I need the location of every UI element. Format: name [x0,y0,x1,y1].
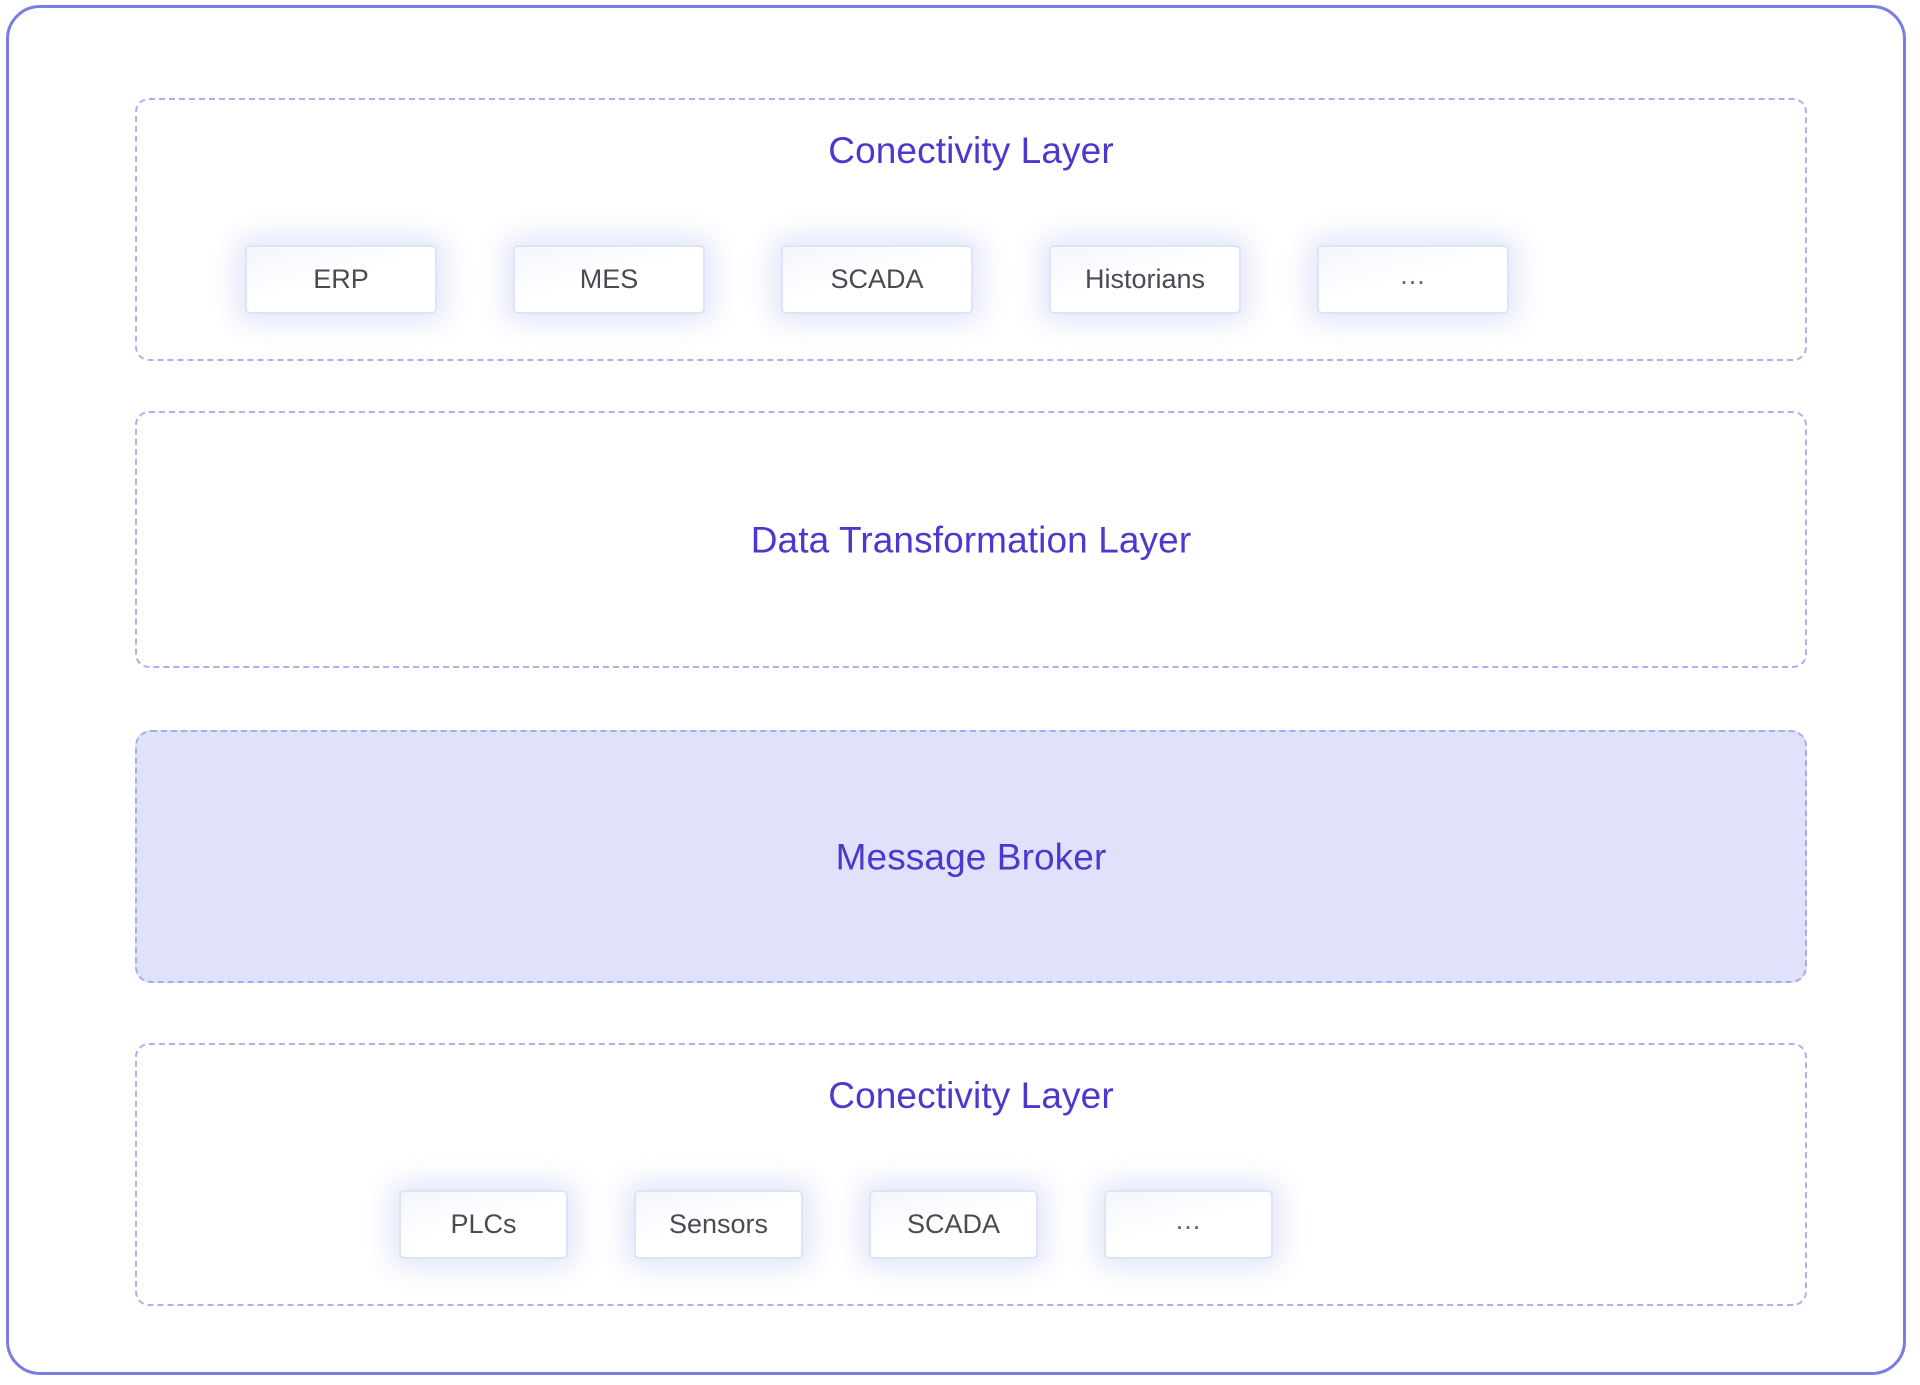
chip-more-bottom[interactable]: ... [1104,1190,1273,1259]
layer-data-transformation: Data Transformation Layer [135,411,1807,668]
chip-row-connectivity-bottom: PLCs Sensors SCADA ... [399,1190,1273,1259]
chip-label: Historians [1084,264,1206,294]
chip-more-top[interactable]: ... [1317,245,1509,314]
chip-row-connectivity-top: ERP MES SCADA Historians ... [245,245,1509,314]
chip-label: SCADA [830,264,924,294]
layer-message-broker: Message Broker [135,730,1807,983]
layer-connectivity-top: Conectivity Layer ERP MES SCADA Historia… [135,98,1807,361]
chip-plcs[interactable]: PLCs [399,1190,568,1259]
chip-label: PLCs [450,1209,517,1239]
chip-label: MES [579,264,639,294]
layer-connectivity-bottom: Conectivity Layer PLCs Sensors SCADA ... [135,1043,1807,1306]
chip-label: ... [1400,260,1426,290]
chip-erp[interactable]: ERP [245,245,437,314]
chip-label: Sensors [668,1209,769,1239]
layer-title-data-transformation: Data Transformation Layer [750,519,1192,560]
chip-historians[interactable]: Historians [1049,245,1241,314]
chip-label: ERP [313,264,369,294]
chip-scada-bottom[interactable]: SCADA [869,1190,1038,1259]
layer-title-connectivity-bottom: Conectivity Layer [828,1075,1114,1116]
chip-label: SCADA [906,1209,1001,1239]
layer-title-connectivity-top: Conectivity Layer [828,130,1114,171]
chip-label: ... [1175,1205,1202,1235]
chip-mes[interactable]: MES [513,245,705,314]
chip-scada-top[interactable]: SCADA [781,245,973,314]
diagram-outer-frame: Conectivity Layer ERP MES SCADA Historia… [6,5,1906,1375]
chip-sensors[interactable]: Sensors [634,1190,803,1259]
layer-title-message-broker: Message Broker [835,836,1107,877]
